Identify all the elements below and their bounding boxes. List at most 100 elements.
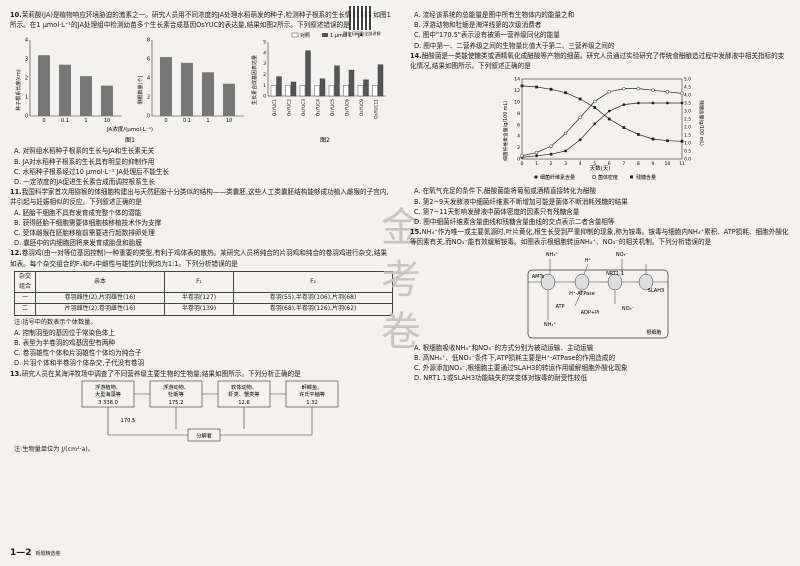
fig2-bar	[290, 82, 297, 97]
q11-option-a[interactable]: A. 胚胎干细胞不具有发育成完整个体的潜能	[14, 208, 142, 217]
q11-option-c[interactable]: C. 受体雌猴在胚胎移植前需要进行超数排卵处理	[14, 229, 155, 238]
fig2-bar	[372, 85, 378, 97]
q15-option-d[interactable]: D. NRT1.1或SLAH3功能缺失的突变体对铵毒的耐受性较低	[414, 374, 588, 383]
q14-option-c[interactable]: C. 第7~11天影响发酵液中菌体密度的因素只有残糖含量	[414, 207, 580, 216]
q10-option-d[interactable]: D. 一定浓度的JA促进生长素合成而调控根系生长	[14, 178, 155, 187]
slah-label: SLAH3	[648, 288, 664, 294]
qr-caption: 微信扫码看全部讲解	[343, 31, 381, 36]
side-value-label: 170.5	[121, 418, 136, 424]
q14-option-d[interactable]: D. 图中细菌纤维素含量曲线和残糖含量曲线的交点表示二者含量相等	[414, 218, 615, 227]
fig3-point-density	[680, 91, 684, 96]
q11-option-b[interactable]: B. 获得胚胎干细胞需要体细胞核移植技术作为支撑	[14, 218, 162, 227]
table-cell: 卷羽(68),半卷羽(126),片羽(62)	[233, 303, 393, 316]
q10-option-b[interactable]: B. JA对水稻种子根系的生长具有明显的抑制作用	[14, 157, 155, 166]
q10-stem: 10.茉莉酸(JA)是植物响应环境胁迫的激素之一。研究人员用不同浓度的JA处理水…	[10, 11, 391, 30]
fig3-ylabel-left: 细菌纤维素含量(g/100 mL)	[502, 101, 509, 161]
fig1-y-tick-label: 1	[25, 95, 28, 101]
adp-label: ADP+Pi	[581, 310, 600, 316]
fig2-y-tick-label: 3	[263, 62, 266, 68]
fig3-point-density	[592, 99, 597, 104]
fig3-x-tick-label: 7	[622, 161, 625, 167]
q13-stem: 13.研究人员在某海洋牧场中调查了不同营养级主要生物的生物量,结果如图所示。下列…	[10, 369, 301, 378]
fig1-x-tick-label: 0	[42, 118, 45, 124]
q12-option-a[interactable]: A. 控制羽型的基因位于常染色体上	[14, 328, 115, 337]
q10-option-a[interactable]: A. 对照组水稻种子根系的生长与JA和生长素无关	[14, 147, 155, 156]
transport-arrows	[547, 258, 647, 320]
q13-option-d[interactable]: D. 图中第一、二营养级之间的生物量比值大于第二、三营养级之间的	[414, 41, 615, 50]
fig2-bar	[334, 65, 340, 97]
no3-inner-label: NO₃⁻	[622, 306, 635, 312]
fig2-x-tick-label: OsYUC2	[287, 99, 293, 116]
table-row: 二 片羽雌性(2),卷羽雌性(16) 半卷羽(139) 卷羽(68),半卷羽(1…	[14, 303, 393, 316]
q14-option-b[interactable]: B. 第2~9天发酵液中细菌纤维素不断增加可能是菌体不断消耗残糖的结果	[414, 197, 628, 206]
q13-option-c[interactable]: C. 图中"170.5"表示没有被第一营养级同化的能量	[414, 31, 560, 40]
fig3-y2-tick-label: 2.0	[684, 125, 691, 131]
q15-option-c[interactable]: C. 外源添加NO₃⁻,根细胞主要通过SLAH3的转运作用缓解细胞外酸化现象	[414, 364, 628, 373]
fig3-point-density	[520, 154, 524, 158]
trophic-box-3-value: 12.6	[238, 400, 250, 406]
fig2-x-tick-label: OsYUC1	[272, 99, 278, 116]
fig1-y-tick-label: 4	[25, 38, 28, 44]
fig3-x-tick-label: 3	[564, 161, 567, 167]
fig3-x-tick-label: 5	[593, 161, 596, 167]
fig3-y2-tick-label: 5.0	[684, 77, 691, 83]
q15-stem: 15.NH₄⁺作为唯一或主要氮源时,叶片黄化,根生长受到严重抑制的现象,称为铵毒…	[410, 228, 789, 247]
fig1-y-tick-label: 3	[25, 57, 28, 63]
fig2-bar	[343, 85, 349, 97]
trophic-box-2-line2: 牡蛎等	[168, 390, 184, 398]
q13-option-a[interactable]: A. 流经该系统的总能量是图中所有生物体内的能量之和	[414, 11, 575, 19]
fig2-bar	[276, 76, 282, 97]
fig2-bar	[305, 50, 311, 97]
trophic-box-3-line2: 虾类、蟹类等	[228, 390, 259, 398]
trophic-box-1-line1: 浮游植物、	[95, 383, 121, 391]
q12-option-b[interactable]: B. 表型为半卷羽的鸡基因型有两种	[14, 339, 116, 348]
fig3-y2-tick-label: 4.5	[684, 85, 691, 91]
fig1-ylabel-right: 侧根数量(个)	[137, 76, 144, 105]
q13-option-b[interactable]: B. 浮游动物和牡蛎是海洋线第的次级消费者	[414, 21, 542, 30]
q15-option-b[interactable]: B. 高NH₄⁺、低NO₃⁻条件下,ATP损耗主要是H⁺-ATPase的作用造成…	[414, 354, 616, 363]
q15-option-a[interactable]: A. 根细胞吸收NH₄⁺和NO₃⁻的方式分别为被动运输、主动运输	[414, 343, 594, 352]
q12-option-c[interactable]: C. 卷羽雄性个体和片羽雄性个体均为纯合子	[14, 349, 142, 358]
trophic-box-2-line1: 浮游动物、	[163, 383, 189, 391]
h-atpase-pump	[574, 273, 590, 290]
fig3-point-cellulose	[666, 101, 669, 105]
fig3-x-tick-label: 1	[535, 161, 538, 167]
q10-option-c[interactable]: C. 水稻种子根系经过10 μmol·L⁻¹ JA处理后不能生长	[14, 167, 170, 176]
fig2-x-tick-label: OsYUC5	[330, 99, 336, 116]
fig2-caption: 图2	[320, 137, 330, 144]
decomposer-box	[187, 428, 221, 442]
fig3-y2-tick-label: 3.5	[684, 101, 691, 107]
fig2-legend-swatch-control	[291, 33, 299, 38]
trophic-box-1-value: 3 338.0	[98, 400, 118, 406]
trophic-box-4-value: 1.32	[306, 400, 318, 406]
decomposer-arrows	[107, 406, 313, 436]
fig1-x-tick-label: 10	[104, 118, 110, 124]
fig3-y-tick-label: 12	[514, 88, 520, 94]
fig2-y-tick-label: 0	[263, 94, 266, 100]
fig3-legend-cellulose: 细菌纤维素含量	[540, 174, 575, 181]
q14-option-a[interactable]: A. 在氧气充足的条件下,醋酸菌能将葡萄或酒精直接转化为醋酸	[414, 187, 597, 196]
fig1-x-tick-label: 1	[84, 118, 87, 124]
fig3-point-sugar	[520, 84, 524, 88]
table-cell: 二	[14, 303, 36, 316]
fig3-point-sugar	[622, 126, 626, 130]
fig3-x-tick-label: 0	[521, 161, 524, 167]
fig3-y2-tick-label: 1.5	[684, 133, 691, 139]
q11-option-d[interactable]: D. 囊胚中的内细胞团将来发育成胎盘和胎膜	[14, 239, 142, 248]
q12-stem: 12.卷羽鸡(由一对等位基因控制)一种重要的类型,有利于鸡体表的散热。某研究人员…	[10, 249, 388, 268]
qr-code-icon[interactable]	[349, 6, 373, 30]
fig3-y2-tick-label: 4.0	[684, 93, 691, 99]
nh4-inner-label: NH₄⁺	[544, 322, 557, 328]
fig3-x-tick-label: 9	[651, 161, 654, 167]
fig2-bar	[314, 85, 320, 97]
fig1-bar	[101, 86, 113, 117]
fig3-point-cellulose	[535, 154, 538, 158]
fig1-y-tick-label: 6	[147, 57, 150, 63]
fig2-bar	[377, 64, 384, 97]
q12-option-d[interactable]: D. 片羽个体和半卷羽个体杂交,子代没有卷羽	[14, 359, 145, 368]
nrt-label: NRT1.1	[606, 271, 624, 277]
fig1-bar	[223, 84, 235, 117]
